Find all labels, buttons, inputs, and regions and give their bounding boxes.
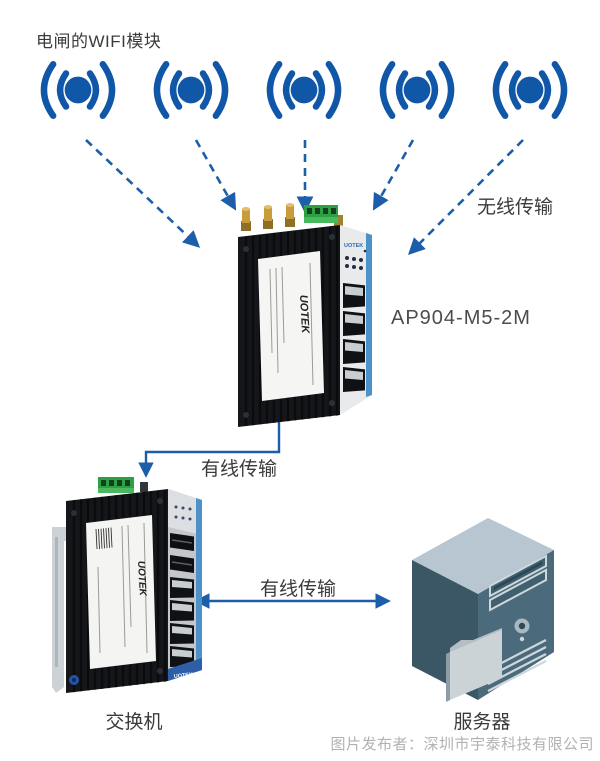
ap-model-label: AP904-M5-2M [391, 307, 531, 329]
wireless-arrow-5 [408, 139, 524, 255]
ap-device-label: UOTEK [258, 251, 324, 401]
wireless-arrow-2 [194, 139, 237, 211]
terminal-block [98, 477, 148, 493]
switch-label-brand: UOTEK [135, 561, 148, 597]
wifi-signal-icon [484, 55, 576, 125]
power-button [514, 618, 530, 642]
server-top [412, 518, 554, 594]
wifi-signal-icon [258, 55, 350, 125]
wireless-transmission-label: 无线传输 [477, 197, 554, 218]
server-illustration [412, 518, 554, 702]
sfp-ports [170, 533, 194, 573]
ap-front-brand: UOTEK [344, 243, 363, 249]
folder-icon [446, 628, 502, 702]
led-indicators [345, 249, 367, 270]
din-rail-bracket [52, 527, 68, 693]
switch-brand-band [168, 658, 202, 681]
switch-front-brand: UOTEK [174, 672, 194, 680]
switch-device: UOTEK UOTEK [52, 477, 202, 693]
wired-transmission-label-switch-server: 有线传输 [260, 579, 337, 600]
wifi-signal-icon [32, 55, 124, 125]
switch-caption: 交换机 [105, 712, 163, 733]
diagram-title: 电闸的WIFI模块 [36, 32, 162, 51]
antenna-connectors-icon [241, 203, 343, 231]
ethernet-ports [170, 577, 194, 667]
wireless-arrow-4 [372, 139, 415, 211]
drive-bays [489, 554, 547, 612]
server-caption: 服务器 [453, 712, 511, 733]
publisher-credit: 图片发布者：深圳市宇泰科技有限公司 [330, 736, 594, 753]
switch-device-label: UOTEK [86, 515, 156, 669]
ap-label-brand: UOTEK [297, 295, 311, 335]
wireless-arrow-1 [85, 139, 201, 248]
ethernet-ports [343, 283, 365, 392]
terminal-block [304, 205, 338, 223]
wired-transmission-label-ap-switch: 有线传输 [201, 459, 278, 480]
wifi-signal-icon [145, 55, 237, 125]
wifi-signal-icon [371, 55, 463, 125]
ap-device: UOTEK UOTEK [238, 203, 372, 427]
wired-line-ap-switch [138, 416, 281, 478]
